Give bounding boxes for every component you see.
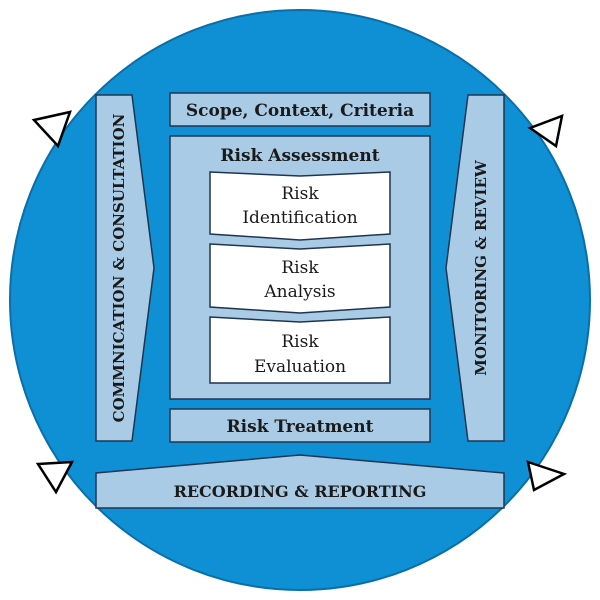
cycle-arrowheads (31, 110, 568, 495)
risk-identification-step: Risk Identification (209, 171, 391, 241)
cycle-arrowhead-upper-left (31, 110, 72, 149)
risk-analysis-step: Risk Analysis (209, 243, 391, 314)
recording-reporting-label: RECORDING & REPORTING (174, 482, 427, 501)
risk-evaluation-line2: Evaluation (254, 357, 346, 377)
recording-reporting-bar: RECORDING & REPORTING (95, 454, 505, 509)
risk-identification-line1: Risk (281, 184, 319, 204)
risk-assessment-title: Risk Assessment (220, 146, 379, 166)
monitoring-review-label: MONITORING & REVIEW (472, 159, 490, 376)
risk-treatment-box: Risk Treatment (169, 408, 431, 443)
scope-context-criteria-box: Scope, Context, Criteria (169, 92, 431, 127)
risk-analysis-line1: Risk (281, 258, 319, 278)
cycle-arrowhead-lower-left (35, 460, 75, 495)
risk-identification-line2: Identification (242, 208, 357, 228)
communication-consultation-label: COMMNICATION & CONSULTATION (110, 113, 128, 422)
monitoring-review-bar: MONITORING & REVIEW (445, 94, 505, 442)
risk-evaluation-step: Risk Evaluation (209, 316, 391, 384)
risk-assessment-panel: Risk Assessment Risk Identification Risk… (169, 135, 431, 400)
risk-analysis-line2: Analysis (263, 282, 335, 302)
scope-context-criteria-label: Scope, Context, Criteria (186, 101, 414, 121)
communication-consultation-bar: COMMNICATION & CONSULTATION (95, 94, 155, 442)
risk-treatment-label: Risk Treatment (227, 417, 374, 437)
cycle-arrowhead-lower-right (526, 460, 568, 492)
risk-evaluation-line1: Risk (281, 332, 319, 352)
cycle-arrowhead-upper-right (527, 114, 564, 149)
